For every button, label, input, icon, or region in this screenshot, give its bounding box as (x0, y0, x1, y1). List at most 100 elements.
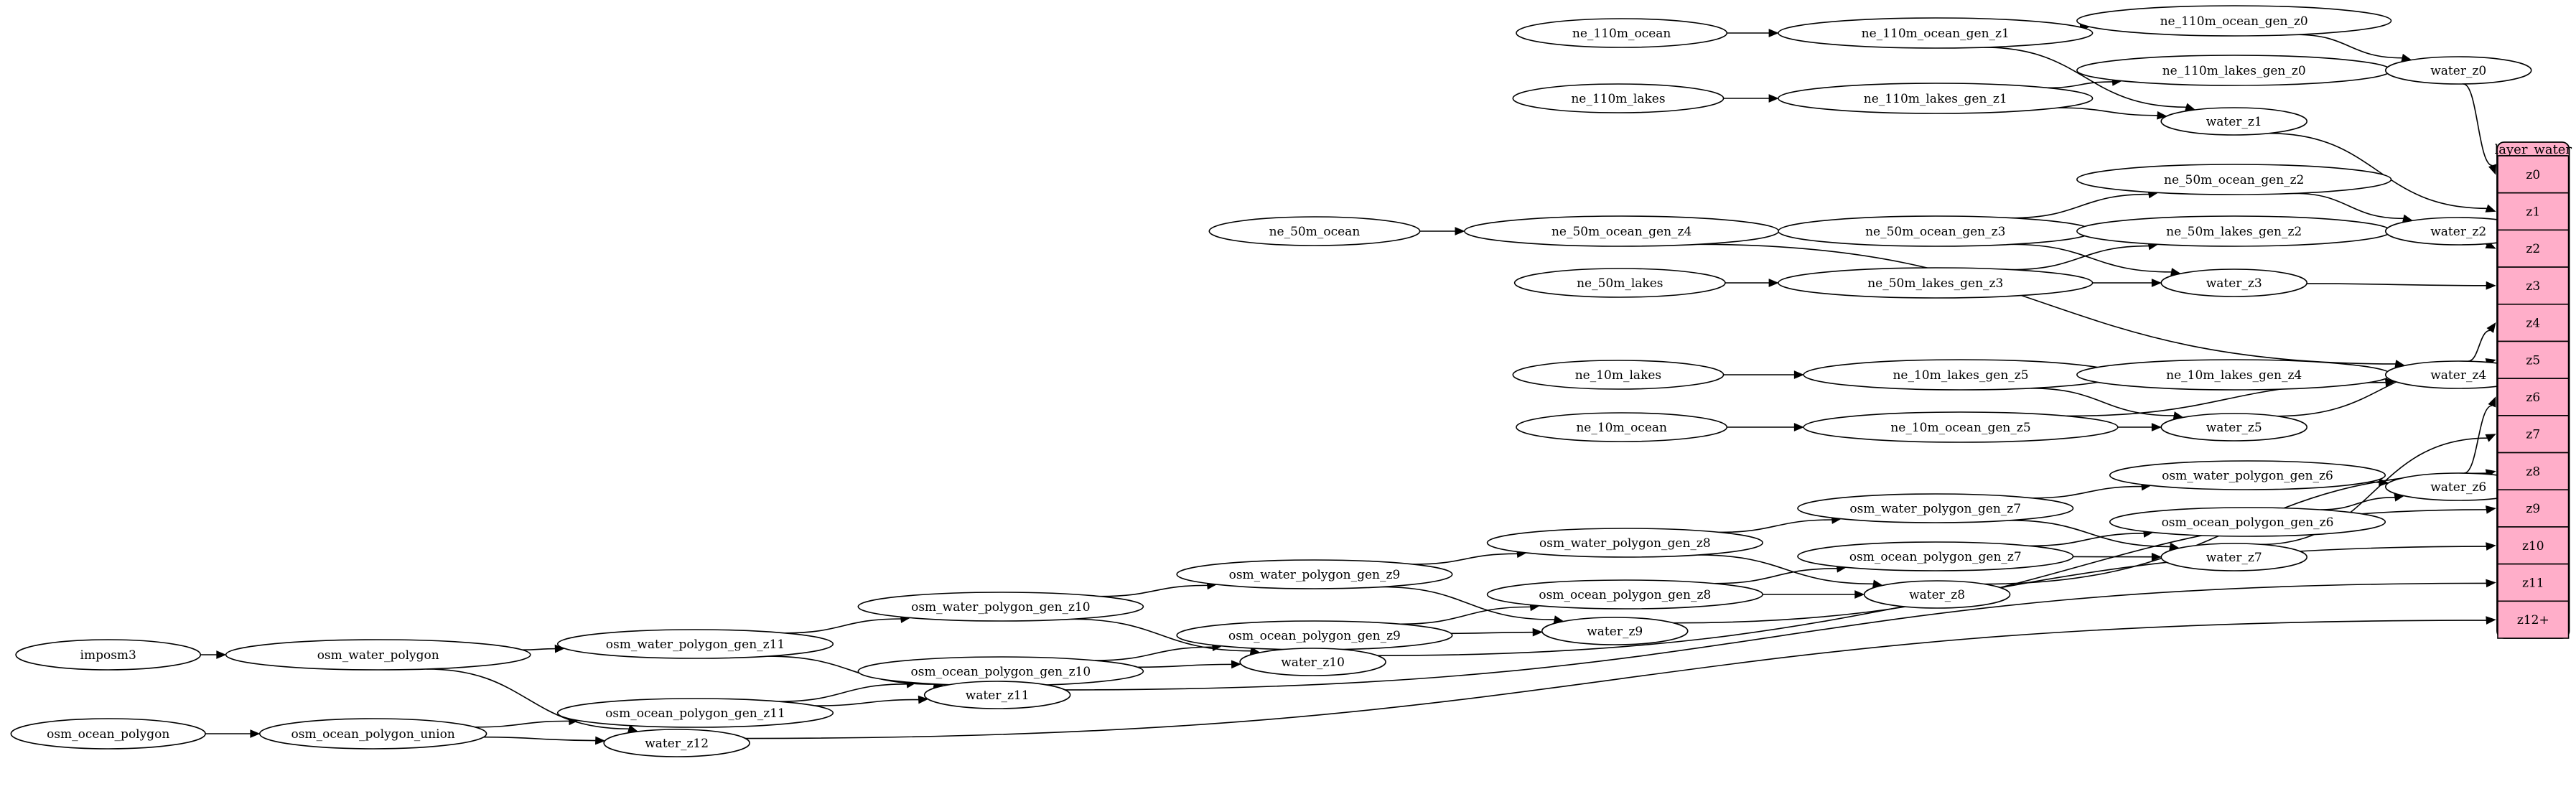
node-ellipse[interactable] (603, 729, 750, 757)
node-ellipse[interactable] (1797, 541, 2074, 571)
graph-node-ne_110m_lakes_gen_z1[interactable]: ne_110m_lakes_gen_z1 (1778, 83, 2094, 114)
node-ellipse[interactable] (225, 639, 531, 671)
node-ellipse[interactable] (1803, 411, 2119, 443)
node-ellipse[interactable] (2109, 507, 2386, 537)
graph-node-ne_110m_ocean_gen_z1[interactable]: ne_110m_ocean_gen_z1 (1778, 17, 2094, 49)
node-ellipse[interactable] (556, 629, 834, 659)
graph-node-ne_10m_lakes_gen_z4[interactable]: ne_10m_lakes_gen_z4 (2076, 359, 2392, 391)
node-ellipse[interactable] (2160, 413, 2308, 442)
graph-node-ne_50m_lakes[interactable]: ne_50m_lakes (1513, 268, 1726, 298)
legend-row-rect[interactable] (2497, 600, 2570, 639)
legend-row-z11[interactable]: z11 (2497, 563, 2570, 602)
node-ellipse[interactable] (2160, 107, 2308, 136)
node-ellipse[interactable] (1486, 528, 1763, 558)
node-ellipse[interactable] (1778, 83, 2094, 114)
legend-row-z4[interactable]: z4 (2497, 303, 2570, 342)
graph-node-imposm3[interactable]: imposm3 (15, 639, 202, 671)
node-ellipse[interactable] (2076, 164, 2392, 195)
node-ellipse[interactable] (923, 681, 1071, 709)
graph-node-water_z8[interactable]: water_z8 (1863, 580, 2011, 609)
legend-row-z9[interactable]: z9 (2497, 489, 2570, 528)
graph-node-osm_water_polygon[interactable]: osm_water_polygon (225, 639, 531, 671)
node-ellipse[interactable] (2160, 269, 2308, 297)
graph-node-water_z6[interactable]: water_z6 (2384, 472, 2532, 501)
node-ellipse[interactable] (1863, 580, 2011, 609)
graph-node-ne_50m_ocean_gen_z2[interactable]: ne_50m_ocean_gen_z2 (2076, 164, 2392, 195)
graph-node-ne_50m_lakes_gen_z2[interactable]: ne_50m_lakes_gen_z2 (2076, 215, 2392, 247)
graph-node-osm_ocean_polygon_gen_z8[interactable]: osm_ocean_polygon_gen_z8 (1486, 579, 1763, 610)
legend-row-rect[interactable] (2497, 229, 2570, 268)
legend-row-z3[interactable]: z3 (2497, 266, 2570, 305)
graph-node-osm_ocean_polygon_gen_z11[interactable]: osm_ocean_polygon_gen_z11 (556, 698, 834, 728)
graph-node-ne_50m_ocean_gen_z3[interactable]: ne_50m_ocean_gen_z3 (1778, 215, 2094, 247)
graph-node-osm_water_polygon_gen_z6[interactable]: osm_water_polygon_gen_z6 (2109, 460, 2386, 490)
legend-row-rect[interactable] (2497, 266, 2570, 305)
legend-row-z7[interactable]: z7 (2497, 415, 2570, 454)
graph-node-ne_110m_ocean_gen_z0[interactable]: ne_110m_ocean_gen_z0 (2076, 5, 2392, 37)
graph-node-osm_water_polygon_gen_z11[interactable]: osm_water_polygon_gen_z11 (556, 629, 834, 659)
graph-node-water_z10[interactable]: water_z10 (1239, 648, 1386, 676)
legend-row-z5[interactable]: z5 (2497, 340, 2570, 379)
node-ellipse[interactable] (2109, 460, 2386, 490)
legend-row-rect[interactable] (2497, 192, 2570, 231)
legend-row-z8[interactable]: z8 (2497, 452, 2570, 491)
node-ellipse[interactable] (1778, 17, 2094, 49)
node-ellipse[interactable] (1516, 18, 1728, 48)
graph-node-water_z12[interactable]: water_z12 (603, 729, 750, 757)
graph-node-osm_ocean_polygon_gen_z6[interactable]: osm_ocean_polygon_gen_z6 (2109, 507, 2386, 537)
graph-node-water_z1[interactable]: water_z1 (2160, 107, 2308, 136)
legend-row-z1[interactable]: z1 (2497, 192, 2570, 231)
node-ellipse[interactable] (1516, 412, 1728, 442)
graph-node-ne_10m_lakes_gen_z5[interactable]: ne_10m_lakes_gen_z5 (1803, 359, 2119, 391)
node-ellipse[interactable] (1513, 268, 1726, 298)
legend-row-z2[interactable]: z2 (2497, 229, 2570, 268)
legend-row-z10[interactable]: z10 (2497, 526, 2570, 565)
legend-row-z6[interactable]: z6 (2497, 378, 2570, 416)
legend-row-rect[interactable] (2497, 303, 2570, 342)
graph-node-water_z3[interactable]: water_z3 (2160, 269, 2308, 297)
node-ellipse[interactable] (258, 718, 487, 750)
graph-node-water_z9[interactable]: water_z9 (1541, 617, 1689, 645)
graph-node-osm_water_polygon_gen_z9[interactable]: osm_water_polygon_gen_z9 (1176, 559, 1453, 589)
graph-node-ne_10m_ocean[interactable]: ne_10m_ocean (1516, 412, 1728, 442)
node-ellipse[interactable] (15, 639, 202, 671)
node-ellipse[interactable] (2384, 56, 2532, 85)
node-ellipse[interactable] (556, 698, 834, 728)
node-ellipse[interactable] (1541, 617, 1689, 645)
graph-node-osm_ocean_polygon_union[interactable]: osm_ocean_polygon_union (258, 718, 487, 750)
graph-node-osm_water_polygon_gen_z8[interactable]: osm_water_polygon_gen_z8 (1486, 528, 1763, 558)
graph-node-osm_water_polygon_gen_z10[interactable]: osm_water_polygon_gen_z10 (857, 592, 1144, 622)
graph-node-water_z0[interactable]: water_z0 (2384, 56, 2532, 85)
legend-row-rect[interactable] (2497, 340, 2570, 379)
node-ellipse[interactable] (10, 718, 206, 750)
graph-node-ne_110m_lakes_gen_z0[interactable]: ne_110m_lakes_gen_z0 (2076, 55, 2392, 86)
graph-node-water_z4[interactable]: water_z4 (2384, 360, 2532, 389)
legend-row-z0[interactable]: z0 (2497, 155, 2570, 194)
graph-node-ne_110m_ocean[interactable]: ne_110m_ocean (1516, 18, 1728, 48)
graph-node-ne_110m_lakes[interactable]: ne_110m_lakes (1512, 83, 1725, 113)
graph-node-osm_ocean_polygon_gen_z7[interactable]: osm_ocean_polygon_gen_z7 (1797, 541, 2074, 571)
legend-row-z12+[interactable]: z12+ (2497, 600, 2570, 639)
graph-node-water_z5[interactable]: water_z5 (2160, 413, 2308, 442)
node-ellipse[interactable] (1778, 267, 2094, 299)
graph-node-osm_ocean_polygon_gen_z9[interactable]: osm_ocean_polygon_gen_z9 (1176, 620, 1453, 650)
node-ellipse[interactable] (1176, 559, 1453, 589)
node-ellipse[interactable] (1512, 360, 1725, 390)
graph-node-water_z11[interactable]: water_z11 (923, 681, 1071, 709)
graph-node-ne_50m_ocean[interactable]: ne_50m_ocean (1208, 216, 1421, 246)
graph-node-water_z7[interactable]: water_z7 (2160, 543, 2308, 571)
legend-row-rect[interactable] (2497, 563, 2570, 602)
node-ellipse[interactable] (1486, 579, 1763, 610)
graph-node-ne_10m_lakes[interactable]: ne_10m_lakes (1512, 360, 1725, 390)
node-ellipse[interactable] (2076, 5, 2392, 37)
graph-node-osm_ocean_polygon[interactable]: osm_ocean_polygon (10, 718, 206, 750)
node-ellipse[interactable] (1512, 83, 1725, 113)
graph-node-ne_50m_lakes_gen_z3[interactable]: ne_50m_lakes_gen_z3 (1778, 267, 2094, 299)
graph-node-water_z2[interactable]: water_z2 (2384, 217, 2532, 246)
graph-node-osm_water_polygon_gen_z7[interactable]: osm_water_polygon_gen_z7 (1797, 493, 2074, 523)
node-ellipse[interactable] (1797, 493, 2074, 523)
graph-node-ne_50m_ocean_gen_z4[interactable]: ne_50m_ocean_gen_z4 (1464, 215, 1780, 247)
node-ellipse[interactable] (1239, 648, 1386, 676)
legend-row-rect[interactable] (2497, 452, 2570, 491)
node-ellipse[interactable] (1208, 216, 1421, 246)
